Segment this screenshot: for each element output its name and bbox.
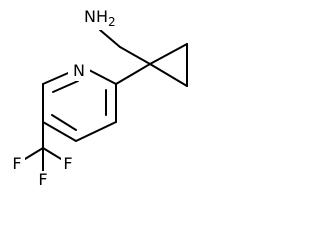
amine-label: NH2: [84, 7, 116, 29]
amine-bg: [82, 6, 112, 30]
fluorine-3-label: F: [63, 154, 72, 173]
fluorine-1-bg: [10, 155, 25, 173]
bond-quaternary-to-ch2: [119, 46, 151, 65]
bond-cyclopropyl-3: [149, 63, 188, 87]
bond-n1-c6-inner: [52, 80, 79, 93]
bond-c4-c3: [75, 121, 117, 142]
amine-main-label: NH: [84, 7, 108, 26]
bond-c5-c4: [42, 121, 77, 142]
fluorine-2-bg: [35, 171, 51, 189]
structure-diagram: N NH2 F F F: [10, 6, 188, 189]
amine-subscript-label: 2: [108, 15, 116, 29]
bond-c5-c4-inner: [51, 114, 77, 131]
ring-nitrogen-label: N: [73, 61, 85, 80]
bond-cyclopropyl-1: [149, 43, 188, 65]
fluorine-1-label: F: [12, 154, 21, 173]
bond-c2-n1: [88, 69, 117, 85]
molecule-svg: N NH2 F F F: [10, 6, 188, 189]
ring-nitrogen-bg: [68, 59, 90, 81]
bond-quaternary-to-pyridine: [115, 63, 151, 85]
bond-ch2-to-nh2: [99, 29, 121, 48]
fluorine-3-bg: [61, 155, 76, 173]
fluorine-2-label: F: [38, 170, 47, 189]
